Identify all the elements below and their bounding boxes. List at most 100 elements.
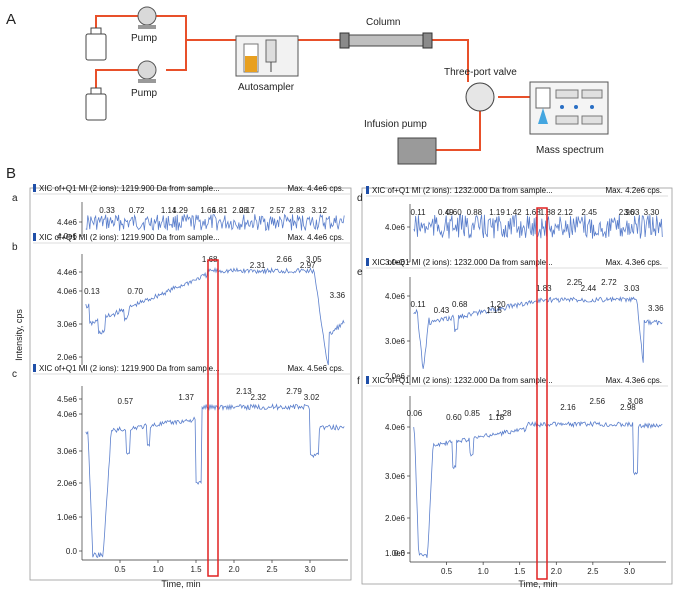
peak-label: 1.18	[489, 413, 505, 422]
chromatogram-group: XIC of+Q1 MI (2 ions): 1219.900 Da from …	[33, 184, 668, 576]
y-tick-label: 2.0e6	[57, 353, 78, 362]
peak-label: 2.17	[239, 206, 255, 215]
chart-max-label: Max. 4.5e6 cps.	[288, 364, 344, 373]
chart-header: XIC of+Q1 MI (2 ions): 1232.000 Da from …	[372, 376, 553, 385]
peak-label: 3.05	[306, 255, 322, 264]
peak-label: 0.70	[127, 287, 143, 296]
peak-label: 2.08	[232, 206, 248, 215]
peak-label: 0.72	[129, 206, 145, 215]
chromatogram-c: XIC of+Q1 MI (2 ions): 1219.900 Da from …	[33, 364, 350, 574]
y-tick-label: 3.0e6	[57, 447, 78, 456]
header-mark-icon	[366, 258, 369, 266]
peak-label: 1.81	[212, 206, 228, 215]
peak-label: 0.68	[452, 300, 468, 309]
chart-max-label: Max. 4.3e6 cps.	[606, 258, 662, 267]
peak-label: 3.02	[304, 393, 320, 402]
subpanel-letter-b: b	[12, 242, 18, 253]
peak-label: 2.44	[581, 284, 597, 293]
header-mark-icon	[33, 184, 36, 192]
x-tick-label: 2.0	[228, 565, 240, 574]
chromatogram-trace	[413, 295, 663, 369]
tubing	[95, 15, 540, 151]
header-mark-icon	[366, 186, 369, 194]
y-tick-label: 4.4e6	[57, 268, 78, 277]
column-label: Column	[366, 17, 400, 28]
chart-header: XIC of+Q1 MI (2 ions): 1219.900 Da from …	[39, 184, 220, 193]
peak-label: 3.03	[624, 208, 640, 217]
y-tick-label: 0.0	[66, 547, 78, 556]
right-frame	[361, 187, 673, 585]
peak-label: 0.33	[99, 206, 115, 215]
chart-header: XIC of+Q1 MI (2 ions): 1232.000 Da from …	[372, 186, 553, 195]
y-tick-label: 4.0e6	[385, 423, 406, 432]
y-tick-label: 4.0e6	[385, 292, 406, 301]
chromatogram-b: XIC of+Q1 MI (2 ions): 1219.900 Da from …	[33, 233, 350, 366]
y-tick-label: 1.0e6	[57, 513, 78, 522]
peak-label: 0.06	[407, 409, 423, 418]
peak-label: 2.97	[300, 261, 316, 270]
chromatogram-trace	[413, 213, 663, 239]
y-tick-label: 1.0e6	[385, 549, 406, 558]
peak-label: 2.32	[251, 393, 267, 402]
peak-label: 1.88	[540, 208, 556, 217]
peak-label: 1.19	[489, 208, 505, 217]
y-tick-label: 4.0e6	[57, 410, 78, 419]
peak-label: 2.79	[286, 387, 302, 396]
x-tick-label: 2.0	[551, 567, 563, 576]
y-tick-label: 2.0e6	[385, 372, 406, 381]
y-tick-label: 4.0e6	[385, 223, 406, 232]
chart-max-label: Max. 4.2e6 cps.	[606, 186, 662, 195]
peak-label: 1.29	[172, 206, 188, 215]
subpanel-letter-a: a	[12, 193, 18, 204]
x-tick-label: 0.5	[114, 565, 126, 574]
panel-a-letter: A	[6, 11, 16, 28]
mass-spectrometer-icon	[529, 81, 609, 135]
chromatogram-e: XIC of+Q1 MI (2 ions): 1232.000 Da from …	[366, 258, 668, 385]
chromatogram-a: XIC of+Q1 MI (2 ions): 1219.900 Da from …	[33, 184, 350, 241]
subpanel-letter-e: e	[357, 267, 363, 278]
y-tick-label: 3.0e6	[385, 337, 406, 346]
x-tick-label: 1.5	[514, 567, 526, 576]
header-mark-icon	[366, 376, 369, 384]
peak-label: 2.66	[276, 255, 292, 264]
y-tick-label: 4.5e6	[57, 395, 78, 404]
chart-header: XIC of+Q1 MI (2 ions): 1219.900 Da from …	[39, 364, 220, 373]
peak-label: 3.12	[311, 206, 327, 215]
peak-label: 1.42	[506, 208, 522, 217]
peak-label: 2.98	[620, 403, 636, 412]
peak-label: 3.30	[644, 208, 660, 217]
peak-label: 0.43	[434, 306, 450, 315]
subpanel-letter-c: c	[12, 369, 17, 380]
peak-label: 1.20	[490, 300, 506, 309]
peak-label: 2.57	[270, 206, 286, 215]
y-tick-label: 3.0e6	[385, 472, 406, 481]
peak-label: 3.36	[648, 304, 664, 313]
x-tick-label: 1.5	[190, 565, 202, 574]
chart-header: XIC of+Q1 MI (2 ions): 1232.000 Da from …	[372, 258, 553, 267]
peak-label: 3.08	[627, 397, 643, 406]
peak-label: 3.03	[624, 284, 640, 293]
y-tick-label: 2.0e6	[57, 479, 78, 488]
chromatogram-f: XIC of+Q1 MI (2 ions): 1232.000 Da from …	[366, 376, 668, 576]
valve-label: Three-port valve	[444, 67, 517, 78]
peak-label: 0.60	[446, 208, 462, 217]
peak-label: 2.72	[601, 278, 617, 287]
peak-label: 0.85	[464, 409, 480, 418]
pump-label: Pump	[131, 33, 158, 44]
bottle-icon	[85, 27, 107, 61]
peak-label: 1.37	[178, 393, 194, 402]
peak-label: 0.49	[438, 208, 454, 217]
infusion-pump-icon	[397, 137, 437, 165]
y-axis-label: Intensity, cps	[14, 309, 24, 361]
mass-spectrum-label: Mass spectrum	[536, 145, 604, 156]
y-tick-label: 4.4e6	[57, 218, 78, 227]
peak-label: 2.16	[560, 403, 576, 412]
x-tick-label: 0.5	[441, 567, 453, 576]
y-tick-label: 3.0e6	[385, 258, 406, 267]
subpanel-letter-d: d	[357, 193, 363, 204]
chromatogram-trace	[85, 266, 345, 366]
valve-icon	[465, 82, 495, 112]
pump-icon	[137, 60, 157, 83]
peak-label: 1.68	[525, 208, 541, 217]
